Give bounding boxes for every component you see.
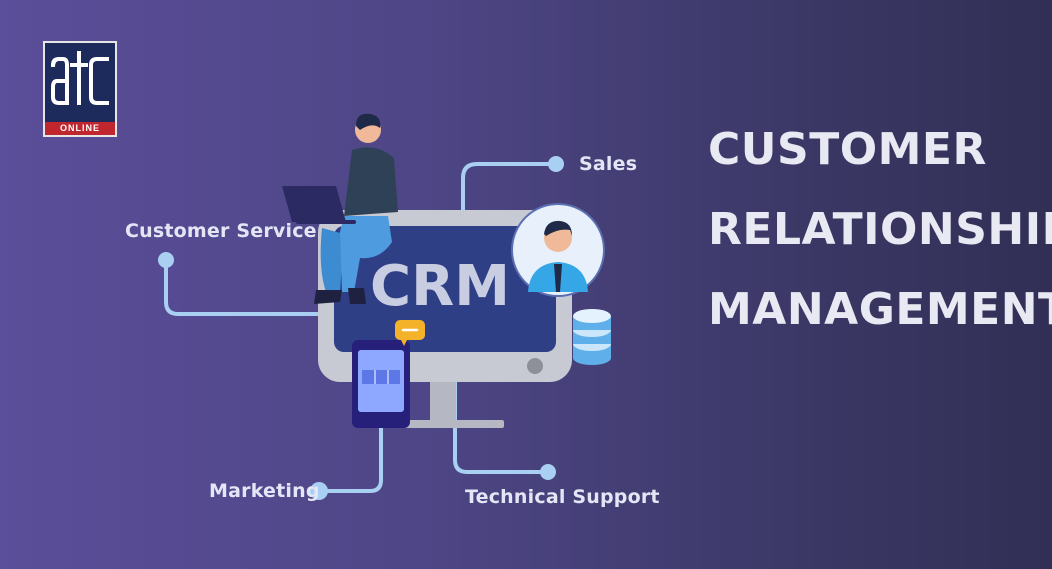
technical-support-label: Technical Support [465,486,660,508]
technical-support-dot [540,464,556,480]
customer-service-connector [164,260,324,316]
sales-connector [461,162,558,212]
database-icon [573,309,611,365]
marketing-connector [319,423,383,493]
atc-online-logo: ONLINE [43,41,117,137]
agent-avatar-icon [511,203,605,297]
marketing-label: Marketing [209,480,320,502]
customer-service-dot [158,252,174,268]
crm-illustration: CRM [158,113,611,500]
customer-service-label: Customer Service [125,220,317,242]
monitor-icon [318,210,572,428]
logo-band-text: ONLINE [45,122,115,135]
phone-icon [352,340,410,428]
sales-label: Sales [579,153,638,175]
chat-bubble-icon [395,320,425,346]
headline-line-1: CUSTOMER [708,124,987,175]
crm-label: CRM [370,254,510,319]
technical-support-connector [453,380,547,474]
headline-line-2: RELATIONSHIP [708,204,1052,255]
person-with-laptop-icon [282,113,398,304]
headline-line-3: MANAGEMENT [708,284,1052,335]
atc-logo-mark [50,51,109,105]
sales-dot [548,156,564,172]
marketing-dot [310,482,328,500]
